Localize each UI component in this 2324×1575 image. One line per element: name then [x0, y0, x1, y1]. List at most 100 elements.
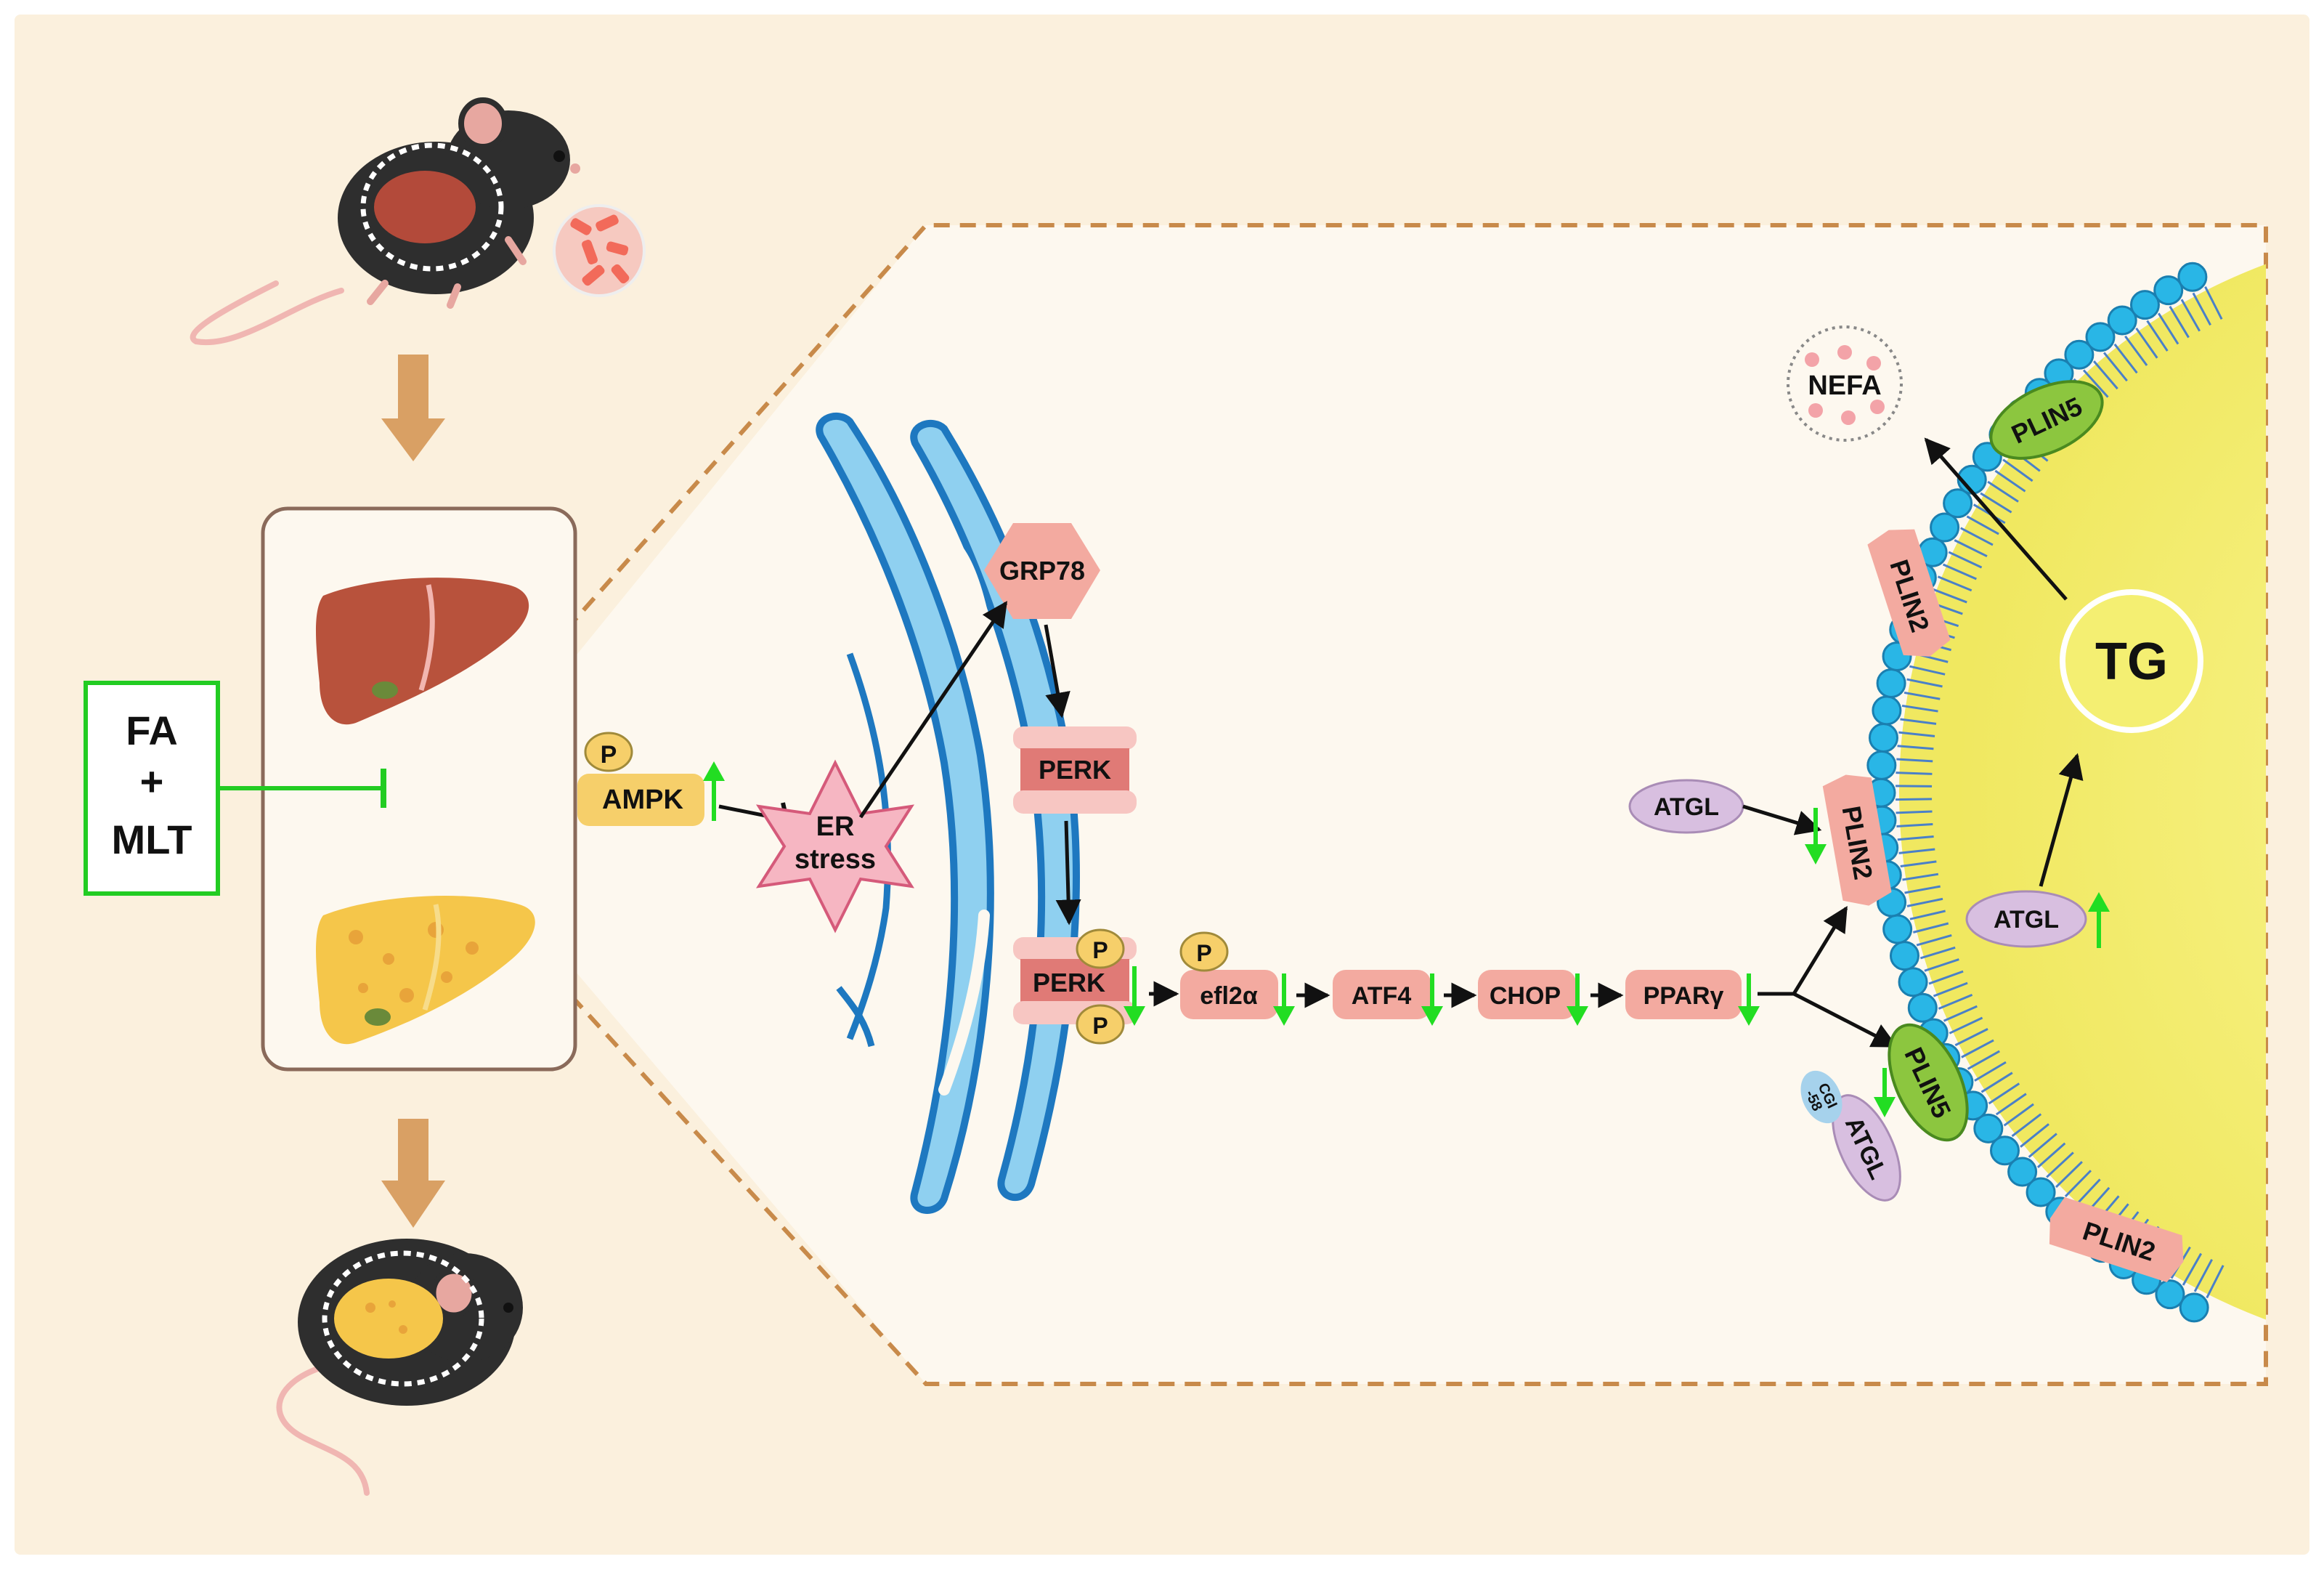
plin2-bottom-node: PLIN2: [2049, 1197, 2184, 1283]
lipid-tail: [1960, 527, 1994, 546]
flow-arrow-1: [381, 355, 445, 461]
lipid-tail: [2146, 320, 2169, 352]
p-perk-phospho-bottom: [1076, 1004, 1125, 1045]
lipid-tail: [2169, 305, 2190, 339]
lipid-tail: [1937, 575, 1972, 592]
lipid-tail: [1949, 1016, 1983, 1035]
fatty-liver-icon: [316, 896, 535, 1045]
pparg-node: [1625, 970, 1742, 1019]
atgl-inner-label: ATGL: [1994, 906, 2059, 934]
p-perk-label: PERK: [1033, 968, 1105, 997]
lipid-tail: [2011, 1113, 2042, 1138]
plin5-top-node: PLIN5: [1989, 380, 2104, 460]
lipid-tail: [2157, 312, 2179, 345]
lipid-head: [2179, 1292, 2209, 1323]
plin5-bottom-node: PLIN5: [1888, 1023, 1969, 1142]
lipid-tail: [2093, 360, 2118, 390]
tg-to-nefa: [1924, 437, 2068, 601]
down-arrow-icon: [1738, 973, 1760, 1026]
lipid-head: [2064, 339, 2095, 370]
down-arrow-icon: [1421, 973, 1443, 1026]
nefa-particle: [1808, 403, 1823, 418]
lipid-head: [1990, 1135, 2020, 1166]
lipid-tail: [1942, 563, 1977, 580]
treatment-box: [84, 681, 220, 896]
food-pellets-icon: [553, 204, 646, 297]
lipid-tail: [1938, 993, 1973, 1010]
lipid-head: [2085, 322, 2116, 352]
lipid-tail: [2046, 1151, 2074, 1178]
healthy-liver-icon: [316, 578, 529, 725]
atf4-label: ATF4: [1352, 982, 1412, 1010]
pparg-to-plin2: [1792, 906, 1848, 995]
lipid-head: [1876, 668, 1906, 699]
lipid-tail: [1980, 492, 2012, 514]
lipid-tail: [1948, 551, 1983, 569]
lipid-tail: [2193, 1258, 2213, 1292]
lipid-tail: [2074, 1178, 2101, 1207]
lipid-tail: [2204, 286, 2223, 320]
lipid-tail: [1916, 934, 1952, 947]
lipid-tail: [1900, 860, 1937, 867]
lipid-head: [1973, 1113, 2004, 1143]
lipid-tail: [2002, 458, 2033, 482]
ampk-label: AMPK: [602, 785, 683, 815]
tg-node: [2060, 589, 2203, 733]
lipid-tail: [2124, 335, 2148, 366]
lipid-tail: [2135, 327, 2158, 359]
lipid-tail: [2064, 1170, 2092, 1197]
up-arrow-icon: [703, 761, 725, 821]
lipid-head: [2007, 1157, 2038, 1187]
chop-label: CHOP: [1490, 982, 1561, 1010]
lipid-tail: [2036, 1142, 2066, 1169]
nefa-label: NEFA: [1808, 371, 1881, 401]
lipid-tail: [1987, 480, 2019, 503]
eif2a-label: efl2α: [1200, 982, 1258, 1010]
lipid-tail: [2113, 343, 2138, 374]
lipid-tail: [2192, 292, 2211, 326]
lipid-head: [2155, 1279, 2185, 1310]
p-perk-phospho-top: [1076, 928, 1125, 969]
p-perk-phospho-bottom-label: P: [1092, 1013, 1108, 1039]
down-arrow-icon: [1273, 973, 1295, 1026]
atf4-node: [1333, 970, 1431, 1019]
lipid-tail: [1896, 822, 1933, 828]
erstress-to-grp78: [858, 601, 1008, 819]
lipid-tail: [1912, 922, 1949, 934]
lipid-tail: [1896, 798, 1933, 801]
lipid-tail: [2180, 299, 2201, 332]
tg-label: TG: [2095, 633, 2168, 691]
lipid-tail: [2082, 369, 2109, 398]
chop-node: [1478, 970, 1576, 1019]
p-perk-phospho-top-label: P: [1092, 937, 1108, 963]
lipid-tail: [2003, 1103, 2034, 1127]
pparg-to-plin5: [1792, 992, 1898, 1048]
lipid-tail: [1909, 665, 1946, 676]
lipid-tail: [1954, 1028, 1988, 1047]
nefa-particle: [1837, 345, 1852, 360]
lipid-tail: [1943, 1005, 1978, 1022]
eif2a-node: [1180, 970, 1278, 1019]
lipid-tail: [2102, 352, 2128, 382]
lipid-head: [1866, 750, 1897, 780]
treatment-fa: FA: [126, 708, 178, 753]
er-stress-node: [755, 759, 915, 934]
lipid-tail: [2182, 1252, 2203, 1286]
ampk-phospho: [584, 732, 633, 772]
lipid-tail: [1897, 745, 1934, 750]
lipid-tail: [1961, 1039, 1994, 1058]
lipid-head: [2107, 305, 2137, 336]
lipid-head: [2129, 290, 2160, 320]
atgl-to-tg: [2039, 753, 2084, 887]
er-stress-label-1: ER: [816, 811, 855, 842]
grp78-label: GRP78: [999, 556, 1085, 586]
lipid-tail: [2028, 1133, 2057, 1158]
ampk-node: [577, 774, 704, 826]
lipid-tail: [1901, 704, 1938, 713]
perk-node: [1013, 726, 1137, 814]
lipid-head: [2153, 275, 2184, 306]
lipid-head: [1930, 512, 1960, 543]
lipid-tail: [1906, 897, 1943, 907]
atgl-to-plin2: [1742, 804, 1822, 835]
atgl-left-label: ATGL: [1654, 793, 1719, 821]
